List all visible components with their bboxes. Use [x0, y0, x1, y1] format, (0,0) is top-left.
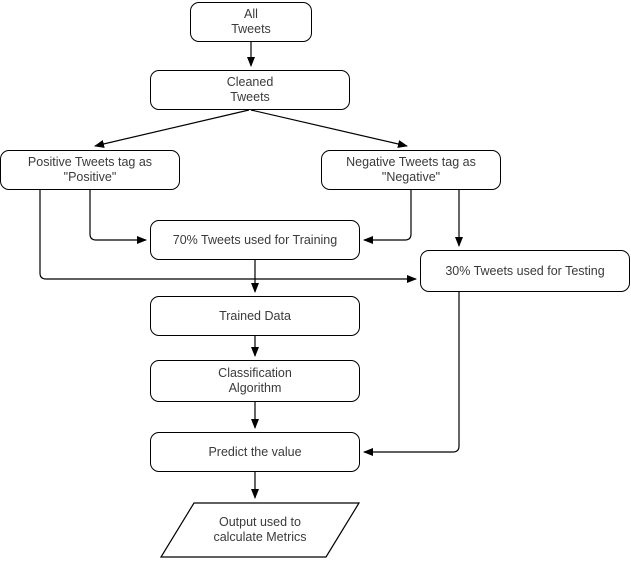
node-trained-data[interactable]: Trained Data: [150, 296, 360, 336]
node-predict-value-label: Predict the value: [208, 444, 302, 459]
edge-cleaned-to-positive: [94, 109, 250, 148]
node-positive-tweets[interactable]: Positive Tweets tag as "Positive": [0, 150, 180, 190]
node-testing-split-label: 30% Tweets used for Testing: [445, 263, 605, 278]
node-cleaned-tweets-label: Cleaned Tweets: [226, 75, 274, 104]
node-classification-algorithm-label: Classification Algorithm: [218, 366, 292, 395]
node-all-tweets-label: All Tweets: [231, 7, 271, 36]
node-negative-tweets-label: Negative Tweets tag as "Negative": [346, 155, 476, 184]
edge-positive-to-training: [89, 190, 147, 244]
node-testing-split[interactable]: 30% Tweets used for Testing: [420, 250, 630, 292]
edge-cleaned-to-negative: [250, 109, 408, 148]
edge-testing-to-predict: [363, 292, 460, 456]
node-trained-data-label: Trained Data: [219, 308, 291, 323]
node-classification-algorithm[interactable]: Classification Algorithm: [150, 360, 360, 402]
node-positive-tweets-label: Positive Tweets tag as "Positive": [27, 155, 153, 184]
node-cleaned-tweets[interactable]: Cleaned Tweets: [150, 70, 350, 110]
node-output-metrics[interactable]: Output used to calculate Metrics: [160, 502, 360, 558]
node-training-split[interactable]: 70% Tweets used for Training: [150, 220, 360, 260]
edge-positive-to-testing: [39, 190, 417, 283]
node-predict-value[interactable]: Predict the value: [150, 432, 360, 472]
node-negative-tweets[interactable]: Negative Tweets tag as "Negative": [321, 150, 501, 190]
node-output-metrics-label: Output used to calculate Metrics: [213, 515, 307, 544]
parallelogram-shape: [160, 502, 360, 558]
node-all-tweets[interactable]: All Tweets: [190, 2, 312, 42]
node-training-split-label: 70% Tweets used for Training: [172, 232, 338, 247]
edge-negative-to-training: [363, 190, 412, 244]
